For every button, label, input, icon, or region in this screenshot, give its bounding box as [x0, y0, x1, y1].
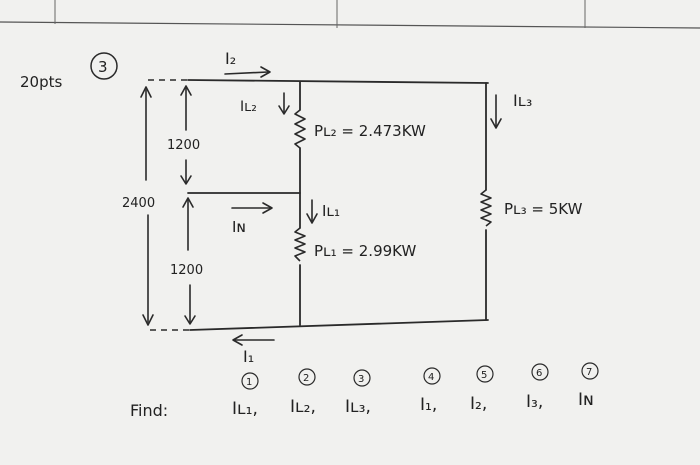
svg-text:3: 3: [358, 374, 364, 385]
svg-text:2: 2: [303, 373, 309, 384]
svg-text:Iɴ: Iɴ: [578, 390, 594, 410]
svg-text:Iʟ₃,: Iʟ₃,: [345, 397, 371, 417]
svg-text:4: 4: [428, 372, 434, 383]
svg-text:Iʟ₁,: Iʟ₁,: [232, 399, 258, 419]
notebook-grid: [0, 0, 700, 29]
current-IL1-label: Iʟ₁: [322, 202, 340, 220]
svg-text:I₂,: I₂,: [470, 394, 487, 414]
current-IN-label: Iɴ: [232, 218, 246, 236]
svg-text:1: 1: [246, 377, 252, 388]
voltage-arrows: [140, 85, 196, 326]
current-IL3-label: Iʟ₃: [513, 91, 532, 110]
points-label: 20pts: [20, 73, 62, 91]
voltage-lower-label: 1200: [170, 263, 203, 278]
current-I2-label: I₂: [225, 49, 236, 68]
load-L2-label: Pʟ₂ = 2.473KW: [314, 122, 426, 140]
current-IL2-label: Iʟ₂: [240, 99, 257, 115]
resistor-L1: [294, 227, 306, 262]
find-item-1: 1 Iʟ₁,: [232, 372, 259, 419]
svg-text:Iʟ₂,: Iʟ₂,: [290, 397, 316, 417]
problem-number: 3: [98, 58, 108, 76]
find-item-3: 3 Iʟ₃,: [345, 369, 371, 417]
svg-text:I₁,: I₁,: [420, 395, 437, 415]
svg-text:6: 6: [536, 368, 542, 379]
load-L3-label: Pʟ₃ = 5KW: [504, 200, 583, 218]
resistor-L2: [294, 109, 306, 149]
svg-text:I₃,: I₃,: [526, 392, 543, 412]
find-item-6: 6 I₃,: [526, 363, 549, 412]
voltage-total-label: 2400: [122, 196, 155, 211]
current-I1-label: I₁: [243, 347, 254, 366]
find-item-4: 4 I₁,: [420, 367, 441, 415]
voltage-upper-label: 1200: [167, 138, 200, 153]
load-L1-label: Pʟ₁ = 2.99KW: [314, 242, 416, 260]
svg-text:5: 5: [481, 370, 487, 381]
svg-text:7: 7: [586, 367, 592, 378]
find-item-7: 7 Iɴ: [578, 362, 599, 410]
find-item-2: 2 Iʟ₂,: [290, 368, 316, 417]
resistor-L3: [480, 189, 492, 227]
current-arrows: [224, 66, 502, 346]
find-item-5: 5 I₂,: [470, 365, 494, 414]
find-label: Find:: [130, 401, 168, 420]
problem-number-circle: [90, 52, 118, 80]
circuit-wires: [148, 79, 489, 331]
